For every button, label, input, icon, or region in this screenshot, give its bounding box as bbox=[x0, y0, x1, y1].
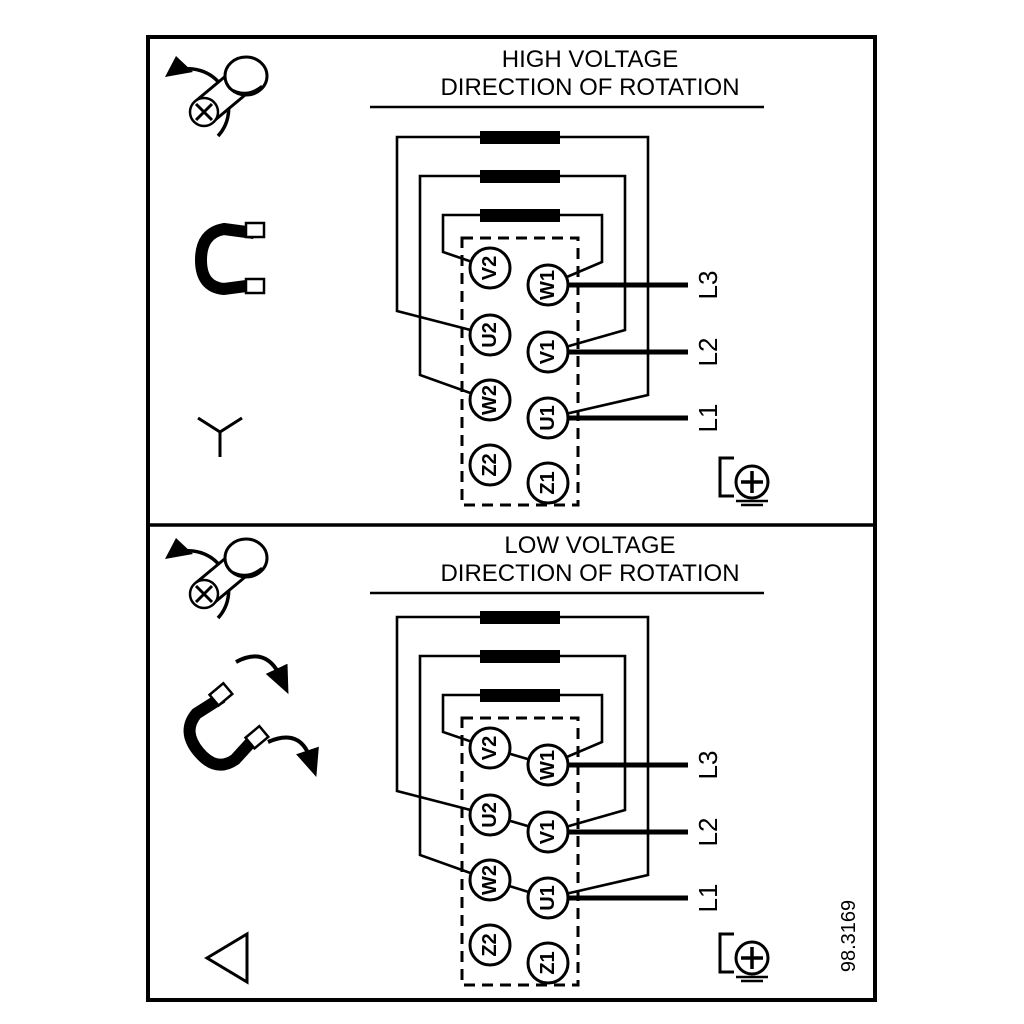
svg-text:V1: V1 bbox=[537, 820, 559, 844]
terminal-v2: V2 bbox=[468, 246, 512, 290]
terminal-v1: V1 bbox=[526, 810, 570, 854]
label-l3: L3 bbox=[693, 751, 723, 780]
jumper-bar bbox=[480, 650, 560, 663]
cable-clamp-screw-icon bbox=[718, 456, 770, 507]
terminal-z1: Z1 bbox=[526, 461, 570, 505]
svg-text:V1: V1 bbox=[537, 340, 559, 364]
svg-text:Z1: Z1 bbox=[537, 471, 559, 494]
figure-number: 98.3169 bbox=[838, 900, 860, 972]
terminal-z2: Z2 bbox=[468, 443, 512, 487]
low-voltage-panel: LOW VOLTAGE DIRECTION OF ROTATION L3 L2 … bbox=[165, 532, 860, 987]
terminal-w2: W2 bbox=[468, 378, 512, 422]
terminal-v2: V2 bbox=[468, 726, 512, 770]
supply-lines: L3 L2 L1 bbox=[548, 271, 723, 433]
jumper-bar bbox=[480, 611, 560, 624]
jumper-bars bbox=[480, 611, 560, 702]
jumper-bar bbox=[480, 689, 560, 702]
diagram-frame bbox=[146, 35, 877, 1002]
svg-text:U1: U1 bbox=[537, 405, 559, 431]
jumper-bar bbox=[480, 170, 560, 183]
svg-text:Z2: Z2 bbox=[479, 933, 501, 956]
label-l3: L3 bbox=[693, 271, 723, 300]
terminal-w2: W2 bbox=[468, 858, 512, 902]
terminal-v1: V1 bbox=[526, 330, 570, 374]
terminal-z2: Z2 bbox=[468, 923, 512, 967]
svg-text:V2: V2 bbox=[479, 736, 501, 760]
jumper-bar bbox=[480, 209, 560, 222]
label-l2: L2 bbox=[693, 338, 723, 367]
terminal-u2: U2 bbox=[468, 313, 512, 357]
rotate-arrow-icon bbox=[235, 654, 289, 695]
svg-text:Z1: Z1 bbox=[537, 951, 559, 974]
high-voltage-panel: HIGH VOLTAGE DIRECTION OF ROTATION L3 L2… bbox=[165, 46, 770, 507]
title-rotation: DIRECTION OF ROTATION bbox=[440, 74, 739, 101]
jumper-bar bbox=[480, 131, 560, 144]
terminal-w1: W1 bbox=[526, 743, 570, 787]
title-voltage: LOW VOLTAGE bbox=[504, 532, 675, 559]
terminal-z1: Z1 bbox=[526, 941, 570, 985]
terminal-block: V2 W1 U2 V1 W2 U1 Z2 Z1 bbox=[468, 726, 570, 985]
label-l1: L1 bbox=[693, 404, 723, 433]
supply-lines: L3 L2 L1 bbox=[548, 751, 723, 913]
svg-text:U2: U2 bbox=[479, 322, 501, 348]
title-rotation: DIRECTION OF ROTATION bbox=[440, 560, 739, 587]
delta-connection-icon bbox=[204, 931, 249, 985]
terminal-w1: W1 bbox=[526, 263, 570, 307]
svg-text:W1: W1 bbox=[537, 270, 559, 300]
jumper-wiring bbox=[395, 615, 650, 900]
star-connection-icon bbox=[197, 416, 243, 457]
jumper-reposition-icon bbox=[175, 654, 319, 777]
screw-rotation-icon bbox=[165, 56, 267, 136]
label-l2: L2 bbox=[693, 818, 723, 847]
svg-text:W2: W2 bbox=[479, 385, 501, 415]
screw-rotation-icon bbox=[165, 538, 267, 618]
terminal-u1: U1 bbox=[526, 876, 570, 920]
svg-text:Z2: Z2 bbox=[479, 453, 501, 476]
terminal-block: V2 W1 U2 V1 W2 U1 Z2 Z1 bbox=[468, 246, 570, 505]
terminal-block-outline bbox=[460, 236, 580, 507]
jumper-bars bbox=[480, 131, 560, 222]
cable-clamp-screw-icon bbox=[718, 932, 770, 983]
terminal-u1: U1 bbox=[526, 396, 570, 440]
terminal-block-outline bbox=[460, 716, 580, 987]
svg-text:W1: W1 bbox=[537, 750, 559, 780]
terminal-u2: U2 bbox=[468, 793, 512, 837]
rotate-arrow-icon bbox=[267, 735, 319, 777]
jumper-link-icon bbox=[201, 223, 264, 293]
svg-text:U1: U1 bbox=[537, 885, 559, 911]
svg-text:W2: W2 bbox=[479, 865, 501, 895]
label-l1: L1 bbox=[693, 884, 723, 913]
svg-text:V2: V2 bbox=[479, 256, 501, 280]
jumper-wiring bbox=[395, 135, 650, 420]
svg-text:U2: U2 bbox=[479, 802, 501, 828]
title-voltage: HIGH VOLTAGE bbox=[502, 46, 678, 73]
panel-title: LOW VOLTAGE DIRECTION OF ROTATION bbox=[370, 532, 764, 595]
panel-title: HIGH VOLTAGE DIRECTION OF ROTATION bbox=[370, 46, 764, 109]
